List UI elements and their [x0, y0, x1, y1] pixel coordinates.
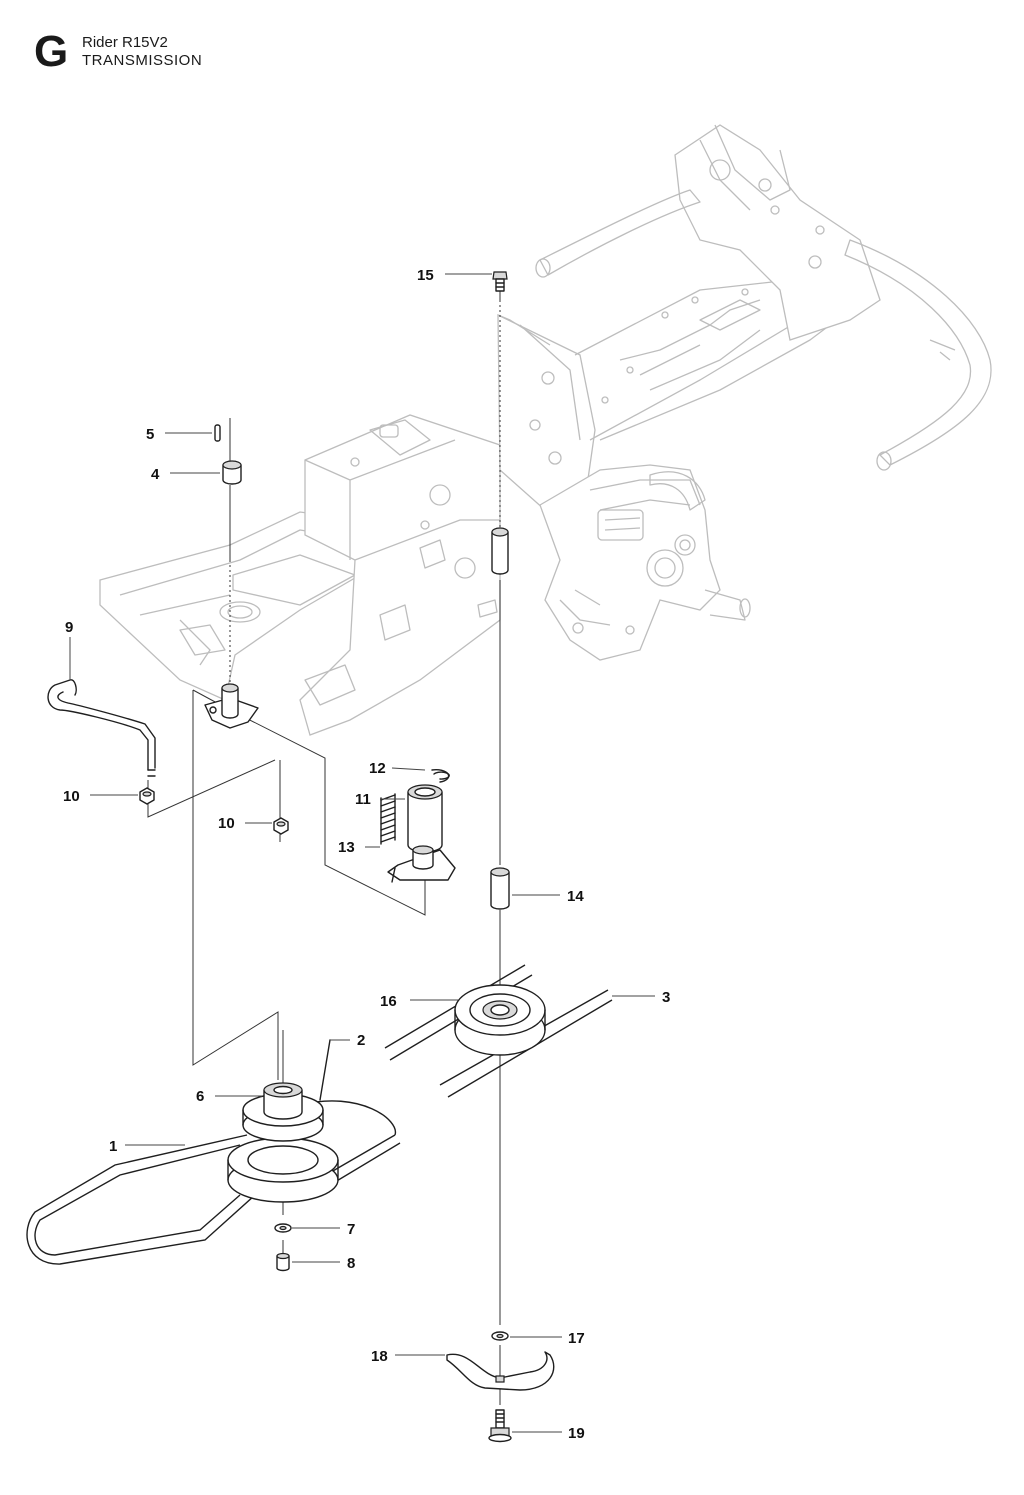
callout-14: 14 — [567, 888, 584, 905]
chassis-frame — [99, 124, 992, 736]
part-14-bushing — [490, 867, 510, 910]
model-name: Rider R15V2 — [82, 34, 168, 51]
callout-9: 9 — [65, 619, 73, 636]
callout-2: 2 — [357, 1032, 365, 1049]
part-12-circlip — [431, 769, 450, 783]
part-7-washer — [274, 1223, 292, 1233]
part-13-spring — [380, 793, 396, 845]
part-5-pin — [214, 424, 221, 442]
leader-lines — [69, 273, 655, 1433]
callout-19: 19 — [568, 1425, 585, 1442]
callout-6: 6 — [196, 1088, 204, 1105]
callout-16: 16 — [380, 993, 397, 1010]
part-19-bolt — [488, 1409, 512, 1443]
section-title: TRANSMISSION — [82, 52, 203, 69]
callout-13: 13 — [338, 839, 355, 856]
part-18-bracket — [446, 1351, 555, 1391]
callout-10b: 10 — [218, 815, 235, 832]
callout-17: 17 — [568, 1330, 585, 1347]
part-9-rod — [47, 679, 156, 777]
part-11-idler-arm — [387, 784, 456, 883]
callouts: 15 5 4 9 12 11 10 10 13 14 16 3 2 6 1 7 … — [63, 267, 670, 1442]
callout-1: 1 — [109, 1138, 117, 1155]
part-6-drive-pulley — [26, 1039, 401, 1265]
callout-4: 4 — [151, 466, 160, 483]
part-4-spacer — [222, 460, 242, 485]
part-10-nut-b — [273, 817, 289, 835]
section-letter: G — [34, 27, 69, 76]
callout-3: 3 — [662, 989, 670, 1006]
part-15-bolt — [492, 271, 508, 292]
callout-7: 7 — [347, 1221, 355, 1238]
frame-sleeve — [491, 527, 509, 575]
callout-8: 8 — [347, 1255, 355, 1272]
callout-15: 15 — [417, 267, 434, 284]
part-10-nut-a — [139, 787, 155, 805]
callout-5: 5 — [146, 426, 154, 443]
callout-11: 11 — [355, 791, 371, 808]
part-16-idler-pulley — [384, 964, 613, 1098]
callout-18: 18 — [371, 1348, 388, 1365]
pivot-bracket — [204, 683, 259, 729]
callout-10a: 10 — [63, 788, 80, 805]
part-17-washer — [491, 1331, 509, 1341]
part-8-screw — [276, 1252, 290, 1272]
callout-12: 12 — [369, 760, 386, 777]
